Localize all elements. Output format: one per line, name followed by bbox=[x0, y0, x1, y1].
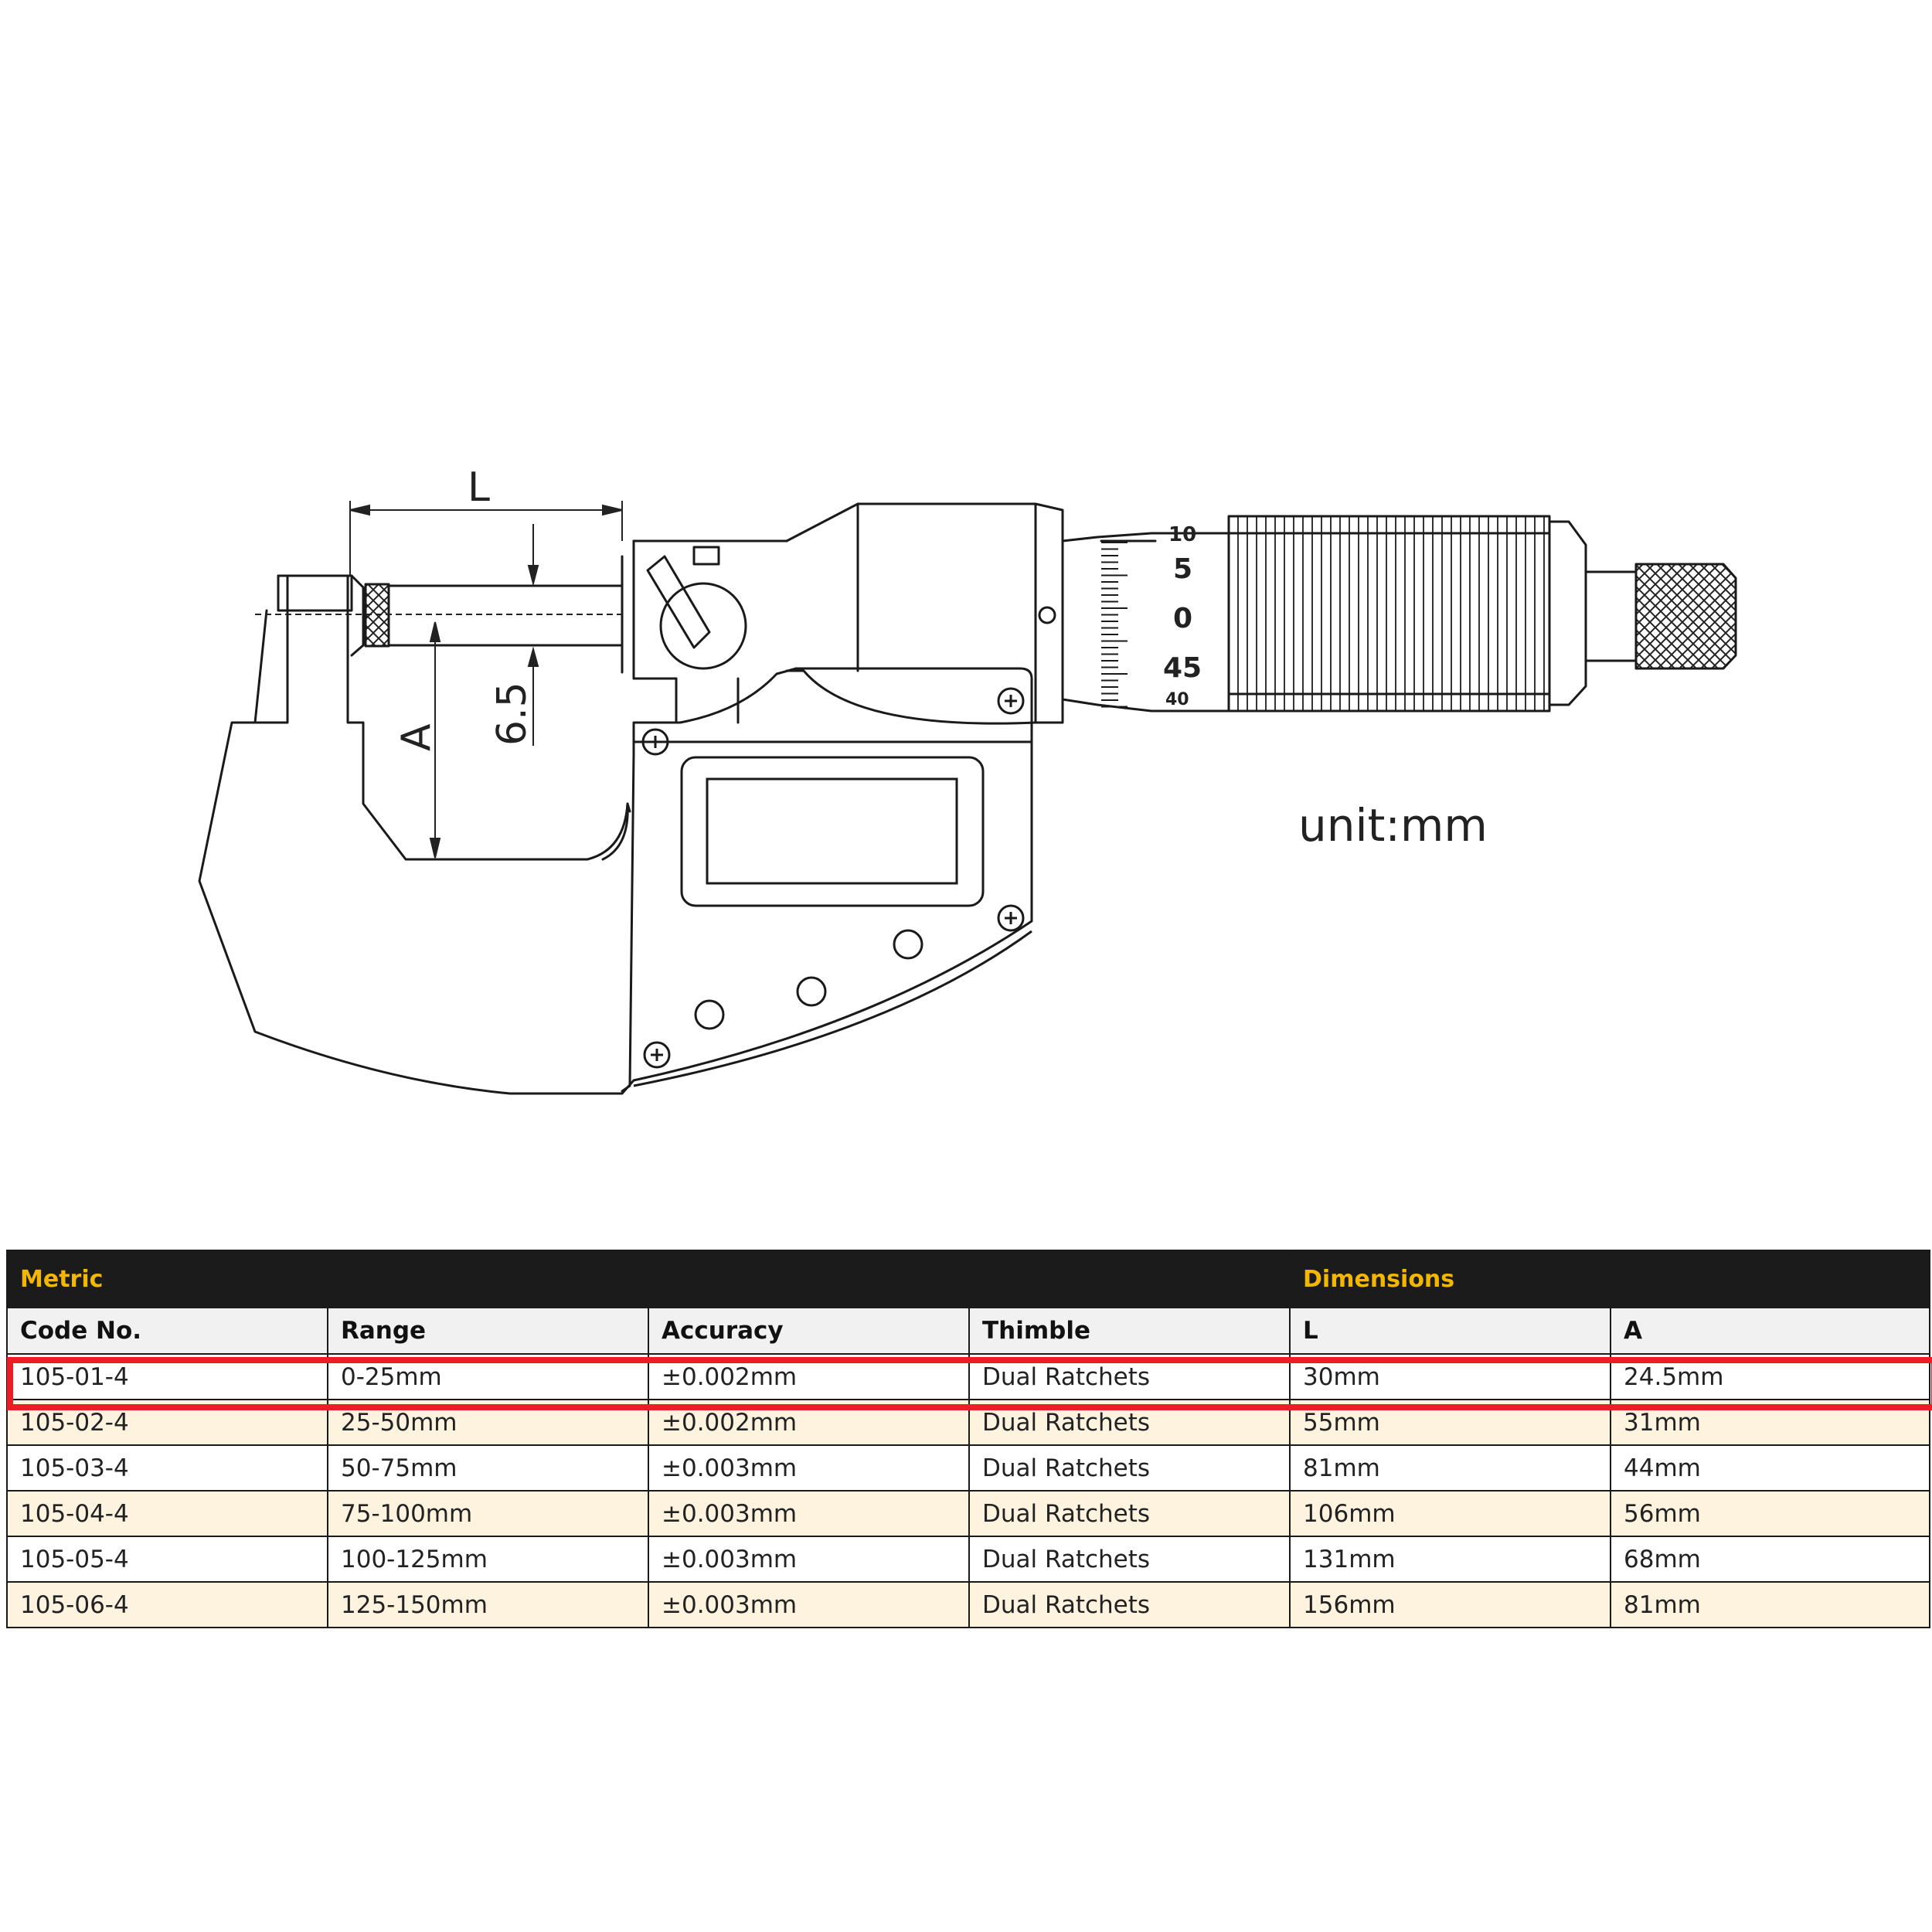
cell-accuracy: ±0.003mm bbox=[648, 1581, 970, 1628]
screw-icon bbox=[641, 728, 669, 756]
spec-table: Metric Dimensions Code No. Range Accurac… bbox=[5, 1250, 1931, 1628]
cell-thimble: Dual Ratchets bbox=[968, 1581, 1291, 1628]
cell-l: 156mm bbox=[1289, 1581, 1612, 1628]
table-row: 105-06-4 125-150mm ±0.003mm Dual Ratchet… bbox=[6, 1581, 1931, 1628]
cell-range: 25-50mm bbox=[327, 1399, 649, 1446]
group-header-dimensions: Dimensions bbox=[1289, 1250, 1931, 1308]
ratchet-knob bbox=[1634, 563, 1737, 670]
unit-label: unit:mm bbox=[1298, 799, 1488, 852]
cell-thimble: Dual Ratchets bbox=[968, 1490, 1291, 1537]
frame-throat bbox=[346, 574, 631, 861]
thimble-number-0: 0 bbox=[1173, 603, 1192, 634]
grip-thimble bbox=[1227, 515, 1551, 713]
lock-knob bbox=[659, 582, 747, 670]
cell-l: 30mm bbox=[1289, 1353, 1612, 1400]
cell-code: 105-03-4 bbox=[6, 1444, 328, 1492]
table-row: 105-05-4 100-125mm ±0.003mm Dual Ratchet… bbox=[6, 1536, 1931, 1583]
button-icon bbox=[694, 999, 725, 1030]
screw-icon bbox=[997, 904, 1025, 932]
cell-accuracy: ±0.002mm bbox=[648, 1353, 970, 1400]
cell-a: 24.5mm bbox=[1610, 1353, 1931, 1400]
group-header-row: Metric Dimensions bbox=[5, 1250, 1931, 1308]
cell-code: 105-01-4 bbox=[6, 1353, 328, 1400]
cell-thimble: Dual Ratchets bbox=[968, 1399, 1291, 1446]
table-row: 105-01-4 0-25mm ±0.002mm Dual Ratchets 3… bbox=[6, 1353, 1931, 1400]
screw-icon bbox=[997, 687, 1025, 715]
table-row: 105-03-4 50-75mm ±0.003mm Dual Ratchets … bbox=[6, 1444, 1931, 1492]
cell-a: 44mm bbox=[1610, 1444, 1931, 1492]
cell-code: 105-06-4 bbox=[6, 1581, 328, 1628]
thimble-scale bbox=[1061, 532, 1230, 713]
button-icon bbox=[796, 976, 827, 1007]
cell-code: 105-02-4 bbox=[6, 1399, 328, 1446]
column-header-accuracy: Accuracy bbox=[648, 1307, 970, 1355]
thimble-number-45: 45 bbox=[1163, 652, 1202, 684]
cell-a: 31mm bbox=[1610, 1399, 1931, 1446]
cell-l: 131mm bbox=[1289, 1536, 1612, 1583]
cell-a: 81mm bbox=[1610, 1581, 1931, 1628]
column-header-thimble: Thimble bbox=[968, 1307, 1291, 1355]
micrometer-drawing: 10 5 0 45 40 bbox=[198, 464, 1737, 1095]
cell-thimble: Dual Ratchets bbox=[968, 1536, 1291, 1583]
dimension-label-l: L bbox=[468, 464, 490, 511]
table-row: 105-02-4 25-50mm ±0.002mm Dual Ratchets … bbox=[6, 1399, 1931, 1446]
cell-accuracy: ±0.002mm bbox=[648, 1399, 970, 1446]
cell-accuracy: ±0.003mm bbox=[648, 1490, 970, 1537]
group-header-metric: Metric bbox=[5, 1250, 1291, 1308]
ratchet-neck bbox=[1584, 570, 1638, 662]
column-header-a: A bbox=[1610, 1307, 1931, 1355]
table-row: 105-04-4 75-100mm ±0.003mm Dual Ratchets… bbox=[6, 1490, 1931, 1537]
column-header-code: Code No. bbox=[6, 1307, 328, 1355]
button-icon bbox=[893, 929, 923, 960]
cell-accuracy: ±0.003mm bbox=[648, 1444, 970, 1492]
thimble-number-40: 40 bbox=[1165, 690, 1189, 709]
cell-accuracy: ±0.003mm bbox=[648, 1536, 970, 1583]
cell-a: 56mm bbox=[1610, 1490, 1931, 1537]
dimension-label-a: A bbox=[393, 723, 440, 751]
column-header-row: Code No. Range Accuracy Thimble L A bbox=[6, 1307, 1931, 1355]
thimble-number-5: 5 bbox=[1173, 553, 1192, 585]
column-header-l: L bbox=[1289, 1307, 1612, 1355]
cell-range: 75-100mm bbox=[327, 1490, 649, 1537]
cell-l: 55mm bbox=[1289, 1399, 1612, 1446]
spindle bbox=[387, 584, 624, 647]
cell-code: 105-04-4 bbox=[6, 1490, 328, 1537]
frame-outline bbox=[198, 574, 1033, 1095]
column-header-range: Range bbox=[327, 1307, 649, 1355]
display-bezel bbox=[680, 756, 985, 907]
cell-thimble: Dual Ratchets bbox=[968, 1444, 1291, 1492]
cell-l: 106mm bbox=[1289, 1490, 1612, 1537]
cell-a: 68mm bbox=[1610, 1536, 1931, 1583]
cell-code: 105-05-4 bbox=[6, 1536, 328, 1583]
sleeve bbox=[785, 502, 1037, 725]
dimension-label-6-5: 6.5 bbox=[489, 682, 536, 746]
cell-range: 125-150mm bbox=[327, 1581, 649, 1628]
anvil bbox=[277, 574, 353, 612]
cell-range: 50-75mm bbox=[327, 1444, 649, 1492]
cell-range: 0-25mm bbox=[327, 1353, 649, 1400]
cell-thimble: Dual Ratchets bbox=[968, 1353, 1291, 1400]
cell-range: 100-125mm bbox=[327, 1536, 649, 1583]
screw-icon bbox=[643, 1041, 671, 1069]
thimble-number-10: 10 bbox=[1168, 523, 1196, 546]
lcd-screen bbox=[706, 777, 958, 885]
cell-l: 81mm bbox=[1289, 1444, 1612, 1492]
